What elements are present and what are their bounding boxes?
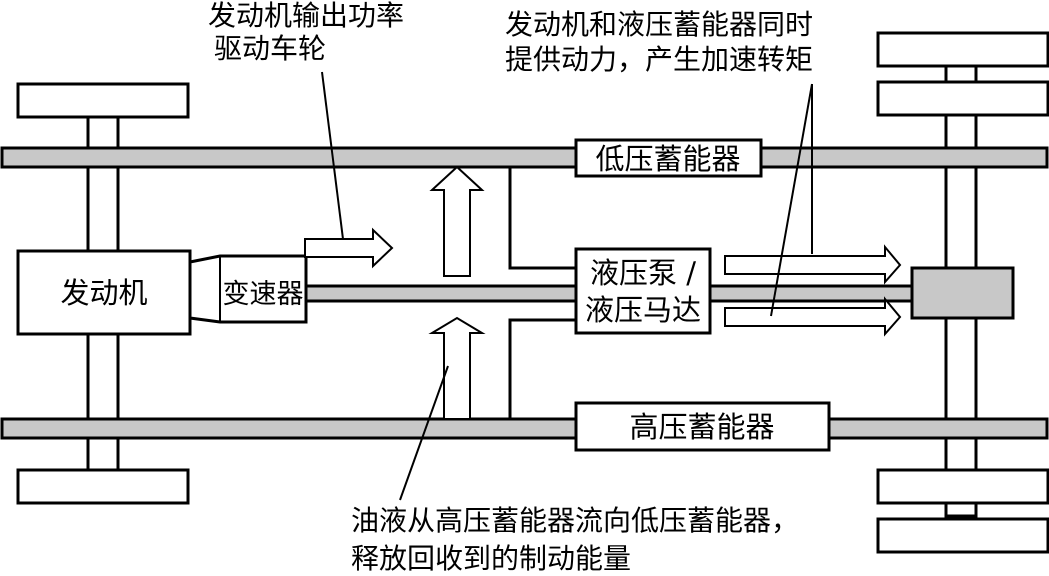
note-engine-power-line2: 驱动车轮 <box>214 32 326 65</box>
engine-box <box>16 249 192 336</box>
combined-drive-arrow-lower <box>724 296 902 337</box>
note-regen-line1: 油液从高压蓄能器流向低压蓄能器， <box>351 504 799 537</box>
note-regen-line2: 释放回收到的制动能量 <box>351 542 631 575</box>
rear-differential <box>910 266 1015 320</box>
front-left-wheel-bottom <box>16 468 190 505</box>
lower-frame-rail <box>0 417 1049 440</box>
engine-label: 发动机 <box>60 276 147 310</box>
rear-wheel-bottom-1 <box>876 468 1049 505</box>
front-left-wheel-top <box>16 82 190 119</box>
engine: 发动机 <box>16 249 192 336</box>
upper-frame-rail <box>0 146 1049 169</box>
leader-lines <box>321 71 813 501</box>
pump-label-line1: 液压泵 / <box>590 256 696 290</box>
transmission-label: 变速器 <box>223 279 304 310</box>
leader-engine-power <box>321 71 344 240</box>
upward-arrow-bottom <box>428 316 486 420</box>
front-axle <box>16 82 190 505</box>
high-pressure-accumulator: 高压蓄能器 <box>574 401 831 452</box>
low-accumulator-label: 低压蓄能器 <box>595 142 740 176</box>
combined-drive-arrow-upper <box>724 244 902 285</box>
pump-motor-box <box>574 247 712 335</box>
low-accumulator-box <box>574 138 763 178</box>
note-engine-power-line1: 发动机输出功率 <box>208 0 404 32</box>
upward-arrow-top <box>429 165 485 277</box>
hydraulic-pump-motor: 液压泵 / 液压马达 <box>574 247 712 335</box>
engine-power-arrow <box>304 227 394 269</box>
note-combined-line1: 发动机和液压蓄能器同时 <box>505 8 813 41</box>
pump-label-line2: 液压马达 <box>585 293 701 327</box>
transmission: 变速器 <box>188 254 308 324</box>
rear-wheel-bottom-2 <box>876 517 1049 554</box>
low-pressure-accumulator: 低压蓄能器 <box>574 138 763 178</box>
flow-arrows <box>304 165 902 420</box>
rear-wheel-top-2 <box>876 80 1049 117</box>
low-pressure-line <box>508 167 576 270</box>
rear-wheel-top-1 <box>876 31 1049 68</box>
annotations: 发动机输出功率 驱动车轮 发动机和液压蓄能器同时 提供动力，产生加速转矩 油液从… <box>208 0 813 575</box>
high-accumulator-box <box>574 401 831 452</box>
leader-regen <box>399 365 449 501</box>
leader-combined-lower <box>770 83 813 317</box>
note-combined-line2: 提供动力，产生加速转矩 <box>505 43 813 76</box>
high-pressure-line <box>508 318 576 419</box>
high-accumulator-label: 高压蓄能器 <box>629 410 774 444</box>
